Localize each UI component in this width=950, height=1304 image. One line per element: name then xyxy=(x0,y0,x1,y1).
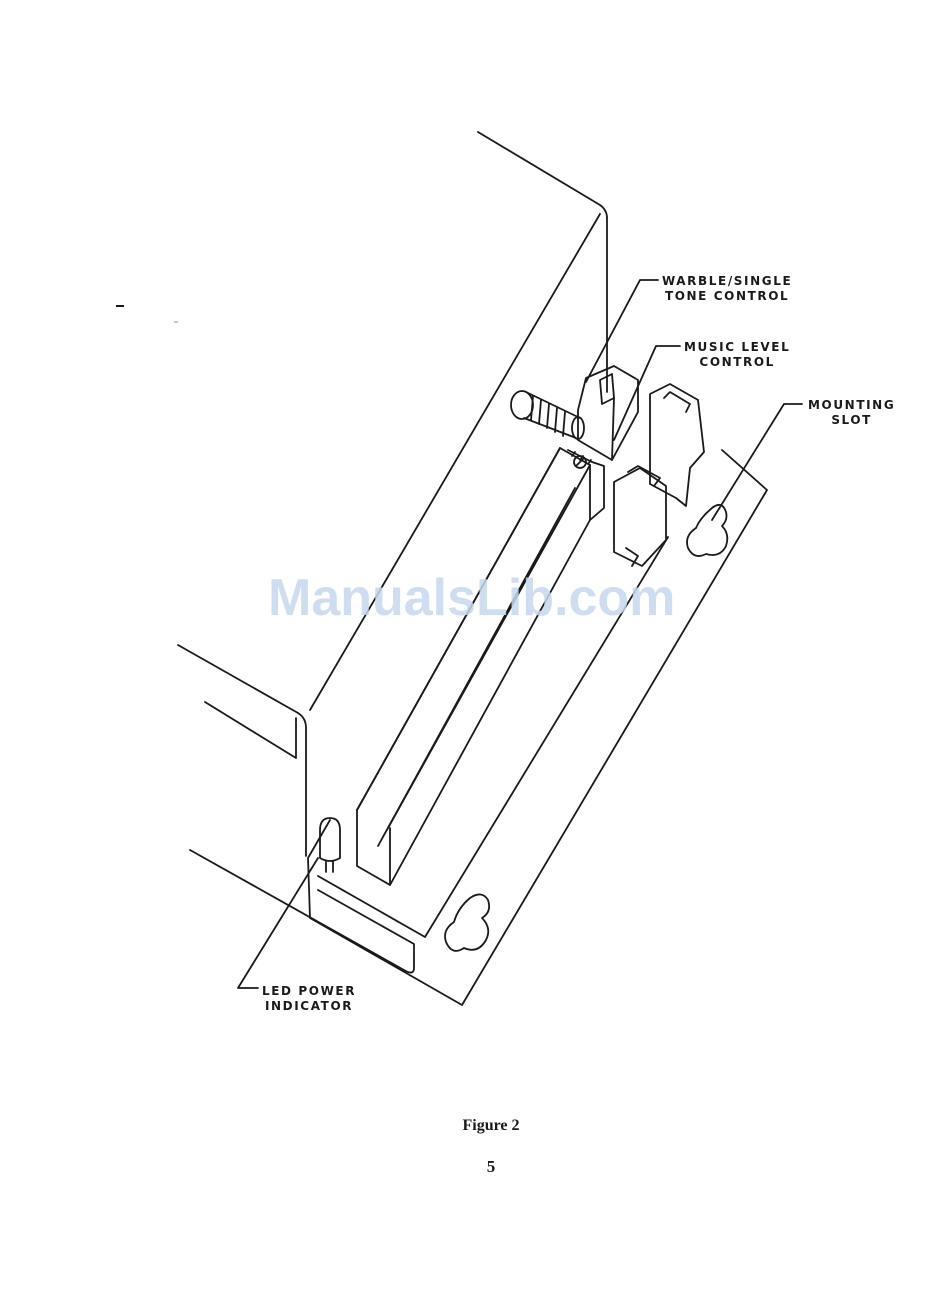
watermark-text: ManualsLib.com xyxy=(268,568,675,628)
enclosure-side-panel xyxy=(178,645,306,856)
mounting-slot-lower xyxy=(445,894,489,950)
relay-block-upper xyxy=(650,384,704,506)
mounting-plate xyxy=(308,450,767,1005)
mounting-leader xyxy=(712,404,802,520)
mounting-slot-upper xyxy=(687,505,727,556)
enclosure-top-edge xyxy=(478,132,607,218)
control-knob-head xyxy=(511,391,533,419)
side-panel-groove xyxy=(205,702,296,758)
page-number: 5 xyxy=(0,1157,950,1177)
led-body xyxy=(320,818,340,861)
led-leader xyxy=(238,858,318,988)
music-level-callout: MUSIC LEVEL CONTROL xyxy=(684,340,790,370)
figure-caption: Figure 2 xyxy=(0,1117,950,1135)
relay-block-lower xyxy=(614,468,666,566)
warble-tone-callout: WARBLE/SINGLE TONE CONTROL xyxy=(662,274,792,304)
led-power-callout: LED POWER INDICATOR xyxy=(262,984,356,1014)
mounting-slot-callout: MOUNTING SLOT xyxy=(808,398,895,428)
